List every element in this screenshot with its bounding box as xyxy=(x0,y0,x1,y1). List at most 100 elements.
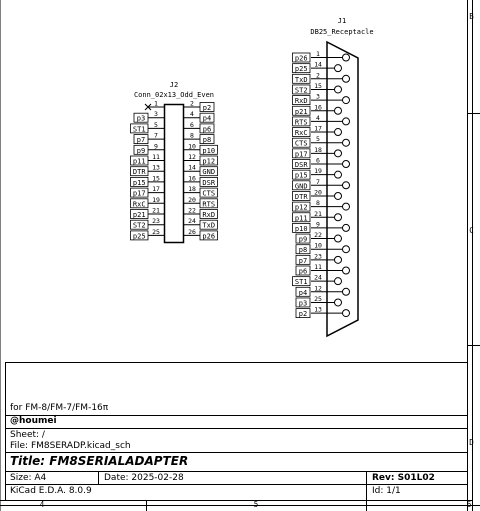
j2-net-label-20[interactable]: RTS xyxy=(199,198,218,209)
j1-contact-7 xyxy=(342,181,350,190)
j1-pin-11: 11 xyxy=(311,263,350,275)
j2-net-label-25[interactable]: p25 xyxy=(130,230,149,241)
j1-pin-15: 15 xyxy=(311,82,342,94)
j2-net-label-2[interactable]: p2 xyxy=(199,102,215,113)
j2-net-label-4-text: p4 xyxy=(203,115,211,123)
j1-net-label-16[interactable]: p21 xyxy=(292,105,311,116)
j1-net-label-9[interactable]: p10 xyxy=(292,222,311,233)
j1-contact-18 xyxy=(334,149,342,158)
j1-net-label-5[interactable]: CTS xyxy=(292,137,311,148)
j2-net-label-2-box xyxy=(199,102,215,112)
j2-net-label-18[interactable]: CTS xyxy=(199,187,218,198)
j2-net-label-5[interactable]: ST1 xyxy=(130,123,149,133)
j2-pin-12: 12 xyxy=(183,153,200,161)
j1-net-label-25-text: p3 xyxy=(299,299,307,307)
j1-contact-1 xyxy=(342,53,350,62)
j1-net-label-7[interactable]: GND xyxy=(292,180,311,191)
j2-pin-24: 24 xyxy=(183,217,200,226)
j1-net-label-13[interactable]: p2 xyxy=(295,308,311,319)
j1-pin-13-number: 13 xyxy=(314,306,322,314)
j2-net-label-11[interactable]: p11 xyxy=(130,155,149,166)
j2-pin-1-number: 1 xyxy=(154,100,158,108)
j1-net-label-10-text: p8 xyxy=(299,246,307,254)
j1-contact-8 xyxy=(342,202,350,211)
j2-net-label-21-text: p21 xyxy=(133,211,146,219)
j1-net-label-2-box xyxy=(292,73,311,84)
j1-net-label-19[interactable]: p15 xyxy=(292,169,311,180)
j2-net-label-24[interactable]: TxD xyxy=(199,219,218,230)
j1-net-label-17[interactable]: RxC xyxy=(292,127,311,138)
j2-pin-5-number: 5 xyxy=(154,121,158,129)
j1-net-label-14[interactable]: p25 xyxy=(292,63,311,74)
j1-pin-12: 12 xyxy=(311,284,350,296)
j1-net-label-24[interactable]: ST1 xyxy=(292,276,311,287)
j1-net-label-19-text: p15 xyxy=(295,172,308,180)
j2-net-label-8[interactable]: p8 xyxy=(199,134,215,145)
j2-net-label-12[interactable]: p12 xyxy=(199,155,218,166)
frame-label-bottom-4: 4 xyxy=(40,500,45,509)
j1-contact-12 xyxy=(342,287,350,296)
j1-contact-22 xyxy=(334,234,342,243)
j2-net-label-13[interactable]: DTR xyxy=(130,166,149,177)
j2-net-label-3[interactable]: p3 xyxy=(133,112,149,123)
j1-net-label-2[interactable]: TxD xyxy=(292,73,311,84)
j2-pin-2-number: 2 xyxy=(190,100,194,108)
j1-net-label-11[interactable]: p6 xyxy=(295,265,311,276)
j2-net-label-9[interactable]: p9 xyxy=(133,144,149,155)
j1-net-label-4[interactable]: RTS xyxy=(292,116,311,127)
j2-net-label-8-box xyxy=(199,134,215,145)
j2-net-label-7[interactable]: p7 xyxy=(133,134,149,145)
j2-pin-4: 4 xyxy=(183,110,200,119)
j2-pin-18-number: 18 xyxy=(188,185,196,193)
j1-contact-4 xyxy=(342,117,350,126)
connector-j1[interactable]: J1 DB25_Receptacle 1p2614p252TxD15ST23Rx… xyxy=(292,17,374,338)
j1-net-label-3[interactable]: RxD xyxy=(292,95,311,106)
j2-net-label-16[interactable]: DSR xyxy=(199,176,218,187)
j1-pin-1: 1 xyxy=(311,50,350,62)
j2-net-label-17-text: p17 xyxy=(133,190,146,198)
j1-net-label-18[interactable]: p17 xyxy=(292,148,311,159)
j2-net-label-15[interactable]: p15 xyxy=(130,176,149,187)
j1-net-label-10[interactable]: p8 xyxy=(295,244,311,255)
j2-net-label-21[interactable]: p21 xyxy=(130,209,149,220)
j1-net-label-6-box xyxy=(292,159,311,169)
j2-net-label-16-box xyxy=(199,176,218,187)
j1-pin-20: 20 xyxy=(311,188,342,200)
j2-net-label-6[interactable]: p6 xyxy=(199,123,215,133)
j1-net-label-1-text: p26 xyxy=(295,55,308,63)
j1-pin-24: 24 xyxy=(311,274,342,286)
j2-net-label-26[interactable]: p26 xyxy=(199,230,218,241)
j1-net-label-20[interactable]: DTR xyxy=(292,191,311,201)
j2-net-label-10-box xyxy=(199,144,218,155)
j2-net-label-10[interactable]: p10 xyxy=(199,144,218,155)
j1-net-label-6[interactable]: DSR xyxy=(292,159,311,170)
j2-net-label-23[interactable]: ST2 xyxy=(130,219,149,230)
j2-net-label-4[interactable]: p4 xyxy=(199,112,215,123)
j1-net-label-21[interactable]: p11 xyxy=(292,212,311,223)
j2-pin-21-number: 21 xyxy=(152,207,160,215)
j1-pin-10-number: 10 xyxy=(314,242,322,250)
j1-net-label-15[interactable]: ST2 xyxy=(292,84,311,95)
connector-j2[interactable]: J2 Conn_02x13_Odd_Even 13p35ST17p79p911p… xyxy=(130,81,218,244)
j1-contact-9 xyxy=(342,223,350,232)
j2-pin-18: 18 xyxy=(183,185,200,194)
j1-net-label-12[interactable]: p4 xyxy=(295,286,311,297)
j1-net-label-23[interactable]: p7 xyxy=(295,254,311,265)
j1-net-label-8[interactable]: p12 xyxy=(292,201,311,212)
j1-net-label-9-text: p10 xyxy=(295,225,308,233)
j2-net-label-17[interactable]: p17 xyxy=(130,187,149,198)
j2-pin-11-number: 11 xyxy=(152,153,160,161)
j2-net-label-22[interactable]: RxD xyxy=(199,209,218,220)
j2-pin-19: 19 xyxy=(148,196,165,204)
j2-net-label-14[interactable]: GND xyxy=(199,166,218,177)
j1-net-label-22[interactable]: p9 xyxy=(295,233,311,244)
j2-net-label-19[interactable]: RxC xyxy=(130,198,149,209)
j1-net-label-25[interactable]: p3 xyxy=(295,297,311,308)
j2-pin-3: 3 xyxy=(148,110,165,119)
j1-pin-24-number: 24 xyxy=(314,274,322,282)
j1-net-label-1[interactable]: p26 xyxy=(292,52,311,63)
j1-pin-23: 23 xyxy=(311,252,342,264)
j2-net-label-18-box xyxy=(199,187,218,198)
j1-pin-16: 16 xyxy=(311,103,342,115)
